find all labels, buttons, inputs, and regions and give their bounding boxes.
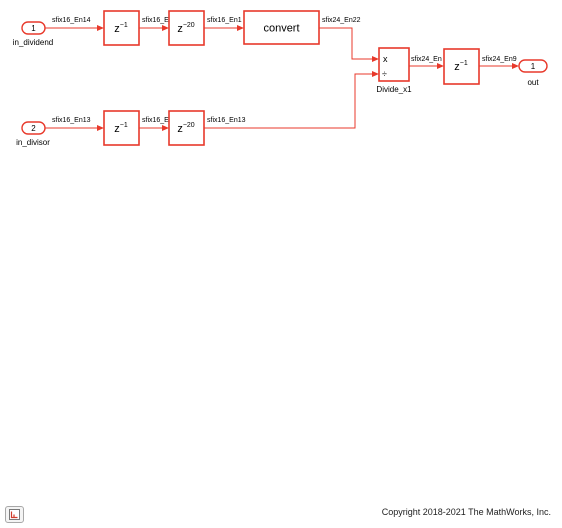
inport-number: 1 <box>31 24 36 33</box>
model-browser-button[interactable] <box>5 506 24 523</box>
signal-label-dividend-in: sfix16_En14 <box>52 17 91 24</box>
divide-block-shape[interactable] <box>378 47 410 82</box>
wire-arrowhead <box>437 63 444 69</box>
signal-label-dividend-d20: sfix16_En1 <box>207 17 242 24</box>
divide-block-label: Divide_x1 <box>376 85 412 94</box>
signal-labels: sfix16_En14 sfix16_E sfix16_En1 sfix24_E… <box>52 17 517 124</box>
wire-arrowhead <box>237 25 244 31</box>
delay-block-shape[interactable] <box>168 10 205 46</box>
signal-label-divisor-d1: sfix16_E <box>142 117 169 124</box>
signal-label-divisor-d20: sfix16_En13 <box>207 117 246 124</box>
wire-arrowhead <box>162 25 169 31</box>
copyright-text: Copyright 2018-2021 The MathWorks, Inc. <box>381 507 551 517</box>
delay-block-divisor-20[interactable]: z−20 <box>168 110 205 146</box>
delay-block-text: z−1 <box>454 60 468 73</box>
outport-out[interactable]: 1 out <box>518 59 548 87</box>
divide-denominator-op: ÷ <box>382 69 387 79</box>
inport-label: in_dividend <box>13 38 53 47</box>
signal-label-dividend-d1: sfix16_E <box>142 17 169 24</box>
delay-block-shape[interactable] <box>443 48 480 85</box>
delay-block-dividend-20[interactable]: z−20 <box>168 10 205 46</box>
delay-block-shape[interactable] <box>103 10 140 46</box>
delay-block-shape[interactable] <box>168 110 205 146</box>
delay-block-output[interactable]: z−1 <box>443 48 480 85</box>
divide-numerator-op: x <box>383 54 388 64</box>
convert-block-label: convert <box>263 23 299 35</box>
inport-in-divisor[interactable]: 2 in_divisor <box>16 121 50 147</box>
wire-arrowhead <box>512 63 519 69</box>
wires <box>45 25 519 131</box>
wire-convert-out[interactable] <box>319 27 373 60</box>
inport-shape[interactable] <box>21 121 46 135</box>
signal-label-convert-out: sfix24_En22 <box>322 17 361 24</box>
signal-label-out: sfix24_En9 <box>482 56 517 63</box>
outport-label: out <box>527 78 539 87</box>
signal-label-divide-out: sfix24_En <box>411 56 442 63</box>
inport-label: in_divisor <box>16 138 50 147</box>
convert-block[interactable]: convert <box>243 10 320 45</box>
delay-block-text: z−1 <box>114 22 128 35</box>
delay-block-text: z−20 <box>177 122 194 135</box>
signal-label-divisor-in: sfix16_En13 <box>52 117 91 124</box>
wire-arrowhead <box>372 71 379 77</box>
inport-number: 2 <box>31 124 36 133</box>
delay-block-text: z−20 <box>177 22 194 35</box>
outport-number: 1 <box>531 62 536 71</box>
delay-block-text: z−1 <box>114 122 128 135</box>
inport-shape[interactable] <box>21 21 46 35</box>
convert-block-shape[interactable] <box>243 10 320 45</box>
wire-arrowhead <box>97 125 104 131</box>
model-browser-icon <box>9 509 20 520</box>
outport-shape[interactable] <box>518 59 548 73</box>
delay-block-divisor-1[interactable]: z−1 <box>103 110 140 146</box>
wire-divisor-d20[interactable] <box>204 73 373 129</box>
wire-arrowhead <box>97 25 104 31</box>
delay-block-shape[interactable] <box>103 110 140 146</box>
wire-arrowhead <box>162 125 169 131</box>
inport-in-dividend[interactable]: 1 in_dividend <box>13 21 53 47</box>
delay-block-dividend-1[interactable]: z−1 <box>103 10 140 46</box>
divide-block[interactable]: x ÷ Divide_x1 <box>376 47 412 94</box>
wire-arrowhead <box>372 56 379 62</box>
